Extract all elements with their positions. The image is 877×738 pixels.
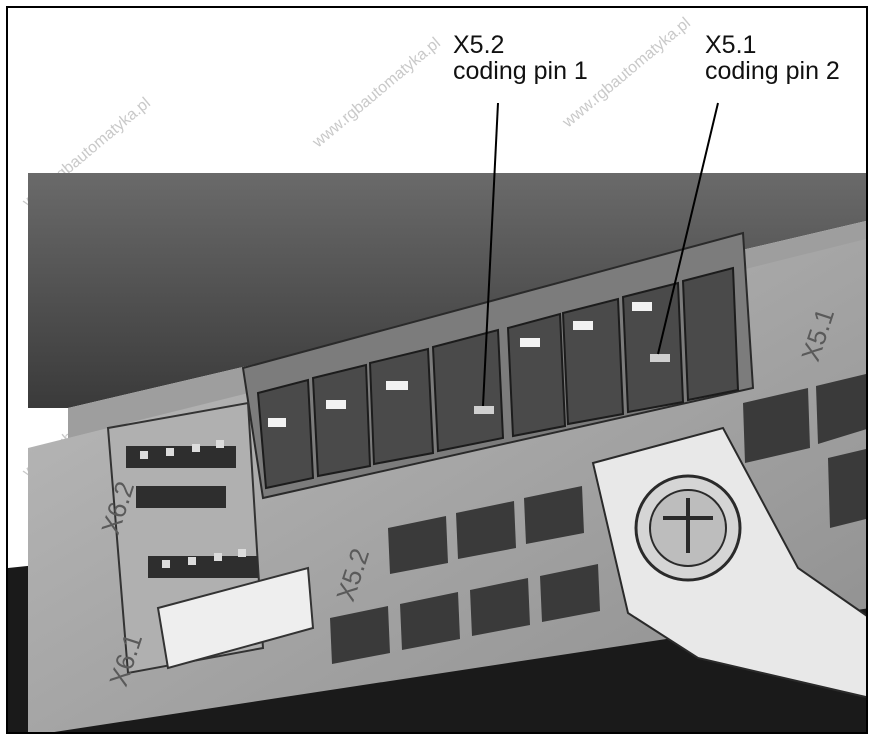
leader-line-coding-pin-1: [482, 102, 499, 407]
callout-connector-name: X5.2: [453, 31, 505, 59]
coding-pin-1-marker: [474, 406, 494, 414]
leader-line-coding-pin-2: [657, 102, 719, 355]
coding-pin-2-marker: [650, 354, 670, 362]
callout-detail: coding pin 2: [705, 57, 840, 85]
screw-slot: [663, 498, 713, 553]
x6-pins: [126, 446, 258, 578]
connector-illustration: www.rgbautomatyka.pl www.rgbautomatyka.p…: [8, 15, 866, 732]
callout-detail: coding pin 1: [453, 57, 588, 85]
callout-connector-name: X5.1: [705, 31, 757, 59]
x6-pin-dots: [140, 440, 246, 568]
connector-cells: [256, 266, 740, 490]
watermark-text: www.rgbautomatyka.pl: [309, 35, 444, 152]
callout-coding-pin-2: X5.1 coding pin 2: [705, 32, 840, 84]
figure-frame: www.rgbautomatyka.pl www.rgbautomatyka.p…: [6, 6, 868, 734]
callout-coding-pin-1: X5.2 coding pin 1: [453, 32, 588, 84]
housing-top-surface: [28, 173, 866, 408]
vent-slots: [330, 373, 866, 664]
lower-clip: [156, 566, 315, 670]
coding-tabs: [268, 302, 652, 427]
